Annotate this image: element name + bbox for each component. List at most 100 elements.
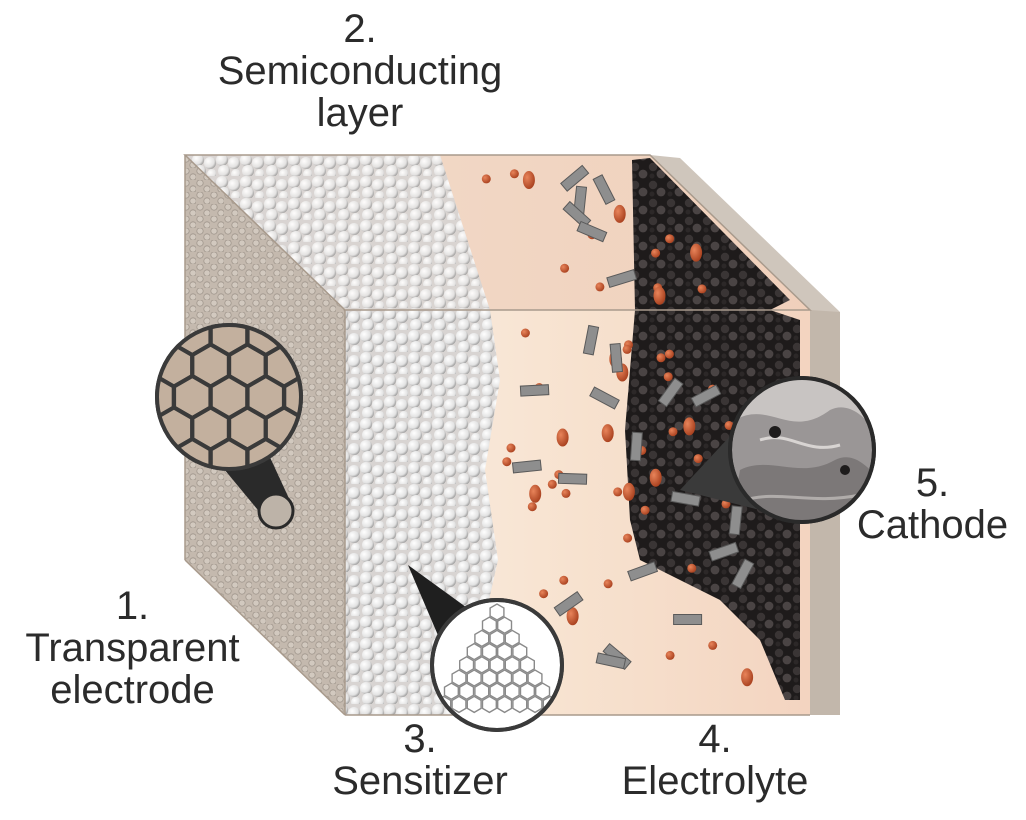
lattice-cell [101,313,137,355]
molecule-ring [443,682,459,701]
electrolyte-ion [613,487,623,497]
molecule-ring [497,616,513,635]
lattice-cell [157,436,176,469]
electrolyte-ion [656,353,666,363]
electrode-magnifier [64,282,303,544]
lattice-cell [101,439,137,481]
molecule-ring [489,655,505,674]
molecule-ring [459,655,475,674]
label-semiconducting-layer: 2. Semiconducting layer [185,8,535,134]
electrolyte-shard [690,384,722,408]
lattice-cell [157,405,158,452]
electrolyte-shard [731,558,755,590]
cathode-layer-back [632,158,790,310]
electrolyte-ion [509,169,519,179]
molecule-ring [489,629,505,648]
electrolyte-shard [629,431,643,462]
molecule-ring [519,682,535,701]
label-cathode-line1: Cathode [856,503,1009,547]
electrolyte-ion [649,468,662,487]
electrolyte-ion [693,454,703,464]
lattice-cell [101,376,137,418]
molecule-ring [466,695,482,714]
lattice-cell [82,345,118,387]
electrolyte-shard [592,174,616,206]
electrolyte-shard [576,220,608,243]
molecule-ring [451,695,467,714]
molecule-ring [466,669,482,687]
electrolyte-ion [547,479,557,489]
molecule-ring [527,695,543,714]
molecule-ring [519,655,535,674]
molecule-ring [466,642,482,661]
label-electrolyte-line1: Electrolyte [621,759,809,803]
label-semiconducting-line2: layer [316,91,404,135]
label-transparent-line1: Transparent [25,626,240,670]
electrolyte-shard [708,541,740,562]
lattice-cell [82,282,118,324]
molecule-ring [497,695,513,714]
lattice-cell [82,471,118,513]
electrolyte-ion [539,589,549,599]
cathode-magnifier [680,376,876,524]
lattice-cell [64,439,100,481]
electrolyte-ion [559,575,569,585]
electrolyte-ion [527,502,537,512]
molecule-ring [474,629,490,648]
lattice-cell [101,502,137,544]
molecule-ring [497,669,513,687]
lattice-cell [64,376,100,418]
electrolyte-ion [687,563,697,573]
electrolyte-ion [560,263,570,273]
molecule-ring [474,682,490,701]
electrolyte-ion [668,427,678,437]
lattice-cell [157,325,176,358]
electrolyte-ion [724,421,734,430]
lattice-cell [64,502,100,544]
molecule-ring [451,669,467,687]
molecule-ring [512,642,528,661]
molecule-ring [504,629,520,648]
lattice-cell [82,408,118,450]
label-semiconducting-line1: Semiconducting [217,49,503,93]
electrolyte-ion [506,443,516,453]
molecule-ring [504,682,520,701]
molecule-ring [527,669,543,687]
electrolyte-shard [511,459,542,474]
electrolyte-ion [622,482,635,501]
electrolyte-shard [670,490,701,507]
lattice-cell [157,468,158,469]
electrolyte-shard [589,386,620,410]
electrolyte-ion [522,171,535,189]
electrolyte-ion [651,248,661,258]
electrolyte-ion [481,174,491,184]
electrolyte-ion [665,234,675,244]
semiconducting-layer-top [185,155,490,310]
lattice-cell [157,342,158,389]
electrolyte-ion [556,428,569,447]
electrolyte-ion [595,282,605,292]
label-transparent-number: 1. [115,584,150,628]
electrolyte-ion [640,505,650,515]
electrolyte-ion [683,417,696,436]
electrolyte-ion [665,650,675,660]
label-semiconducting-number: 2. [343,7,377,51]
electrolyte-shard [557,472,588,485]
molecule-ring [459,682,475,701]
electrolyte-ion [603,579,613,589]
label-transparent-line2: electrode [50,668,215,712]
label-sensitizer-number: 3. [403,717,437,761]
molecule-ring [481,695,497,714]
electrolyte-ion [622,344,632,354]
sensitizer-magnifier [408,565,564,732]
electrolyte-ion [653,286,666,305]
electrolyte-ion [520,328,530,338]
molecule-ring [512,695,528,714]
label-sensitizer: 3. Sensitizer [305,718,535,802]
electrolyte-ion [613,204,626,223]
electrolyte-ion [663,372,673,382]
electrolyte-ion [708,640,718,650]
label-cathode-number: 5. [915,461,950,505]
electrolyte-shard [673,614,703,625]
electrolyte-ion [664,349,674,359]
